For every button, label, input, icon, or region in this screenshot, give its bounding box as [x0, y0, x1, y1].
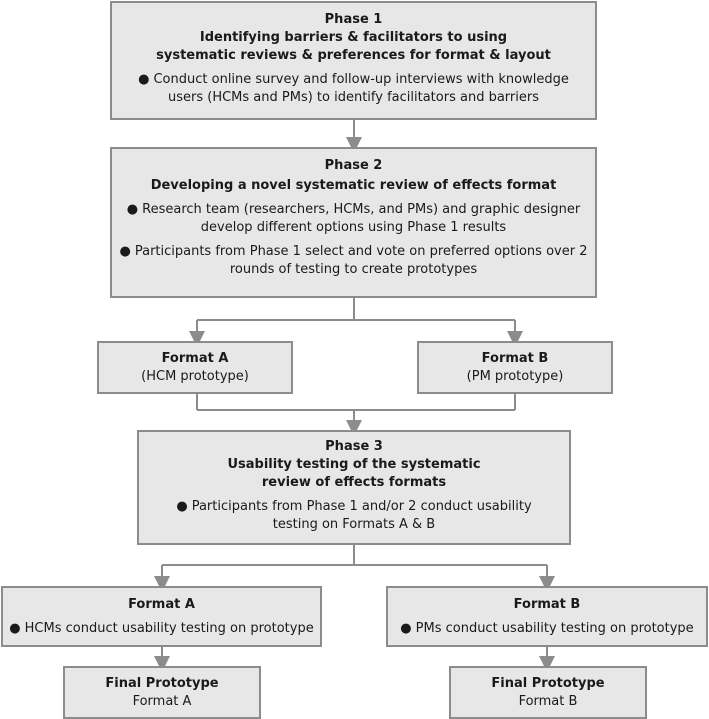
format-a-prototype-sub: (HCM prototype)	[141, 369, 249, 384]
format-a-testing-box: Format A ●HCMs conduct usability testing…	[1, 586, 322, 647]
bullet-dot: ●	[9, 621, 21, 636]
format-b-testing-box: Format B ●PMs conduct usability testing …	[386, 586, 708, 647]
phase2-bullet2-line1: Participants from Phase 1 select and vot…	[134, 244, 588, 259]
phase2-box: Phase 2 Developing a novel systematic re…	[110, 147, 597, 298]
format-a-testing-bullet-text: HCMs conduct usability testing on protot…	[24, 621, 314, 636]
final-prototype-a-title: Final Prototype	[105, 676, 219, 691]
final-prototype-a-sub: Format A	[132, 694, 192, 709]
phase2-title: Phase 2	[324, 158, 383, 173]
bullet-dot: ●	[126, 202, 139, 217]
phase1-subtitle-line1: Identifying barriers & facilitators to u…	[199, 30, 508, 45]
phase2-bullet2-line2: rounds of testing to create prototypes	[229, 262, 478, 277]
phase1-box: Phase 1 Identifying barriers & facilitat…	[110, 1, 597, 120]
format-b-testing-title: Format B	[513, 597, 581, 612]
bullet-dot: ●	[119, 244, 131, 259]
phase2-bullet2: ●Participants from Phase 1 select and vo…	[112, 243, 595, 279]
format-a-testing-bullet: ●HCMs conduct usability testing on proto…	[3, 620, 320, 638]
phase1-subtitle-line2: systematic reviews & preferences for for…	[156, 48, 551, 63]
bullet-dot: ●	[138, 72, 150, 87]
phase3-bullet: ●Participants from Phase 1 and/or 2 cond…	[139, 498, 569, 534]
phase2-bullet1-line1: Research team (researchers, HCMs, and PM…	[142, 202, 581, 217]
final-prototype-b-box: Final Prototype Format B	[449, 666, 647, 719]
phase2-bullet1-line2: develop different options using Phase 1 …	[200, 220, 507, 235]
phase2-subtitle: Developing a novel systematic review of …	[150, 178, 557, 193]
phase1-bullet-line1: Conduct online survey and follow-up inte…	[153, 72, 569, 87]
phase3-bullet-line2: testing on Formats A & B	[272, 517, 436, 532]
format-a-prototype-title: Format A	[161, 351, 229, 366]
final-prototype-a-box: Final Prototype Format A	[63, 666, 261, 719]
format-b-prototype-box: Format B (PM prototype)	[417, 341, 613, 394]
phase2-bullet1: ●Research team (researchers, HCMs, and P…	[112, 201, 595, 237]
phase3-box: Phase 3 Usability testing of the systema…	[137, 430, 571, 545]
format-b-testing-bullet-text: PMs conduct usability testing on prototy…	[415, 621, 694, 636]
phase1-bullet: ●Conduct online survey and follow-up int…	[112, 71, 595, 107]
phase1-title: Phase 1	[324, 12, 383, 27]
phase3-subtitle-line2: review of effects formats	[261, 475, 447, 490]
bullet-dot: ●	[176, 499, 188, 514]
phase3-title: Phase 3	[325, 439, 383, 454]
phase1-bullet-line2: users (HCMs and PMs) to identify facilit…	[168, 90, 539, 105]
format-b-prototype-sub: (PM prototype)	[466, 369, 564, 384]
format-a-prototype-box: Format A (HCM prototype)	[97, 341, 293, 394]
phase3-subtitle-line1: Usability testing of the systematic	[227, 457, 481, 472]
phase3-bullet-line1: Participants from Phase 1 and/or 2 condu…	[191, 499, 532, 514]
format-b-testing-bullet: ●PMs conduct usability testing on protot…	[388, 620, 706, 638]
format-b-prototype-title: Format B	[481, 351, 549, 366]
format-a-testing-title: Format A	[128, 597, 195, 612]
final-prototype-b-title: Final Prototype	[491, 676, 605, 691]
bullet-dot: ●	[400, 621, 412, 636]
final-prototype-b-sub: Format B	[518, 694, 578, 709]
